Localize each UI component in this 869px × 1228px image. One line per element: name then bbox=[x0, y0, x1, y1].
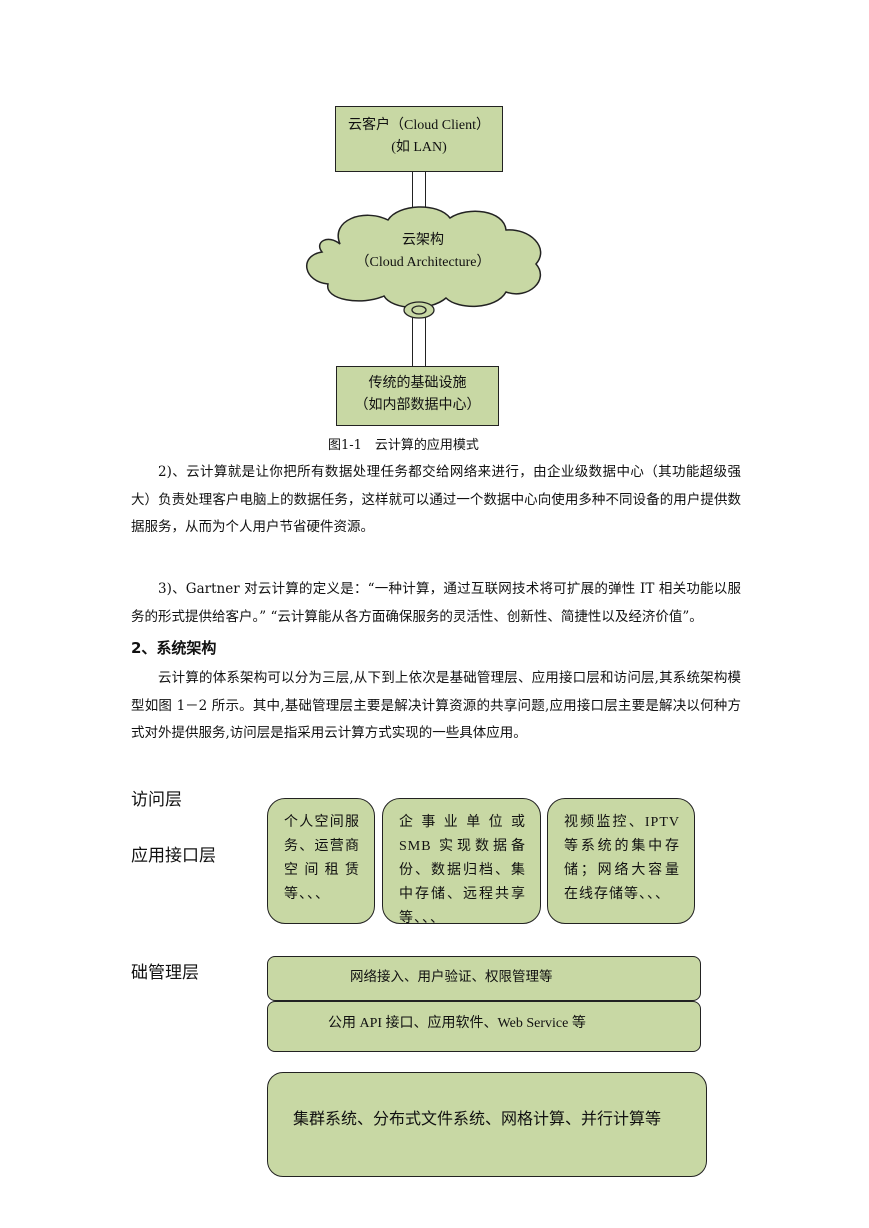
bottom-infrastructure-label: 集群系统、分布式文件系统、网格计算、并行计算等 bbox=[293, 1109, 662, 1128]
paragraph-4: 云计算的体系架构可以分为三层,从下到上依次是基础管理层、应用接口层和访问层,其系… bbox=[131, 670, 741, 741]
app-box-video: 视频监控、IPTV 等系统的集中存储；网络大容量在线存储等、、、 bbox=[547, 798, 695, 924]
paragraph-3: 3)、Gartner 对云计算的定义是：“一种计算，通过互联网技术将可扩展的弹性… bbox=[131, 581, 741, 625]
bar-public-api-label: 公用 API 接口、应用软件、Web Service 等 bbox=[328, 1016, 586, 1031]
cloud-label: 云架构 bbox=[402, 232, 444, 248]
infrastructure-sublabel: （如内部数据中心） bbox=[354, 398, 481, 413]
connector-bottom bbox=[412, 310, 426, 368]
section-heading: 2、系统架构 bbox=[131, 639, 217, 657]
cloud-sublabel: （Cloud Architecture） bbox=[355, 255, 491, 270]
infrastructure-label: 传统的基础设施 bbox=[368, 376, 467, 391]
app-box-enterprise: 企事业单位或 SMB 实现数据备份、数据归档、集中存储、远程共享等、、、 bbox=[382, 798, 541, 924]
layer-label-api: 应用接口层 bbox=[131, 846, 216, 866]
bottom-infrastructure-box: 集群系统、分布式文件系统、网格计算、并行计算等 bbox=[267, 1072, 707, 1177]
bar-network-access: 网络接入、用户验证、权限管理等 bbox=[267, 956, 701, 1001]
app-box-personal: 个人空间服务、运营商空间租赁等、、、 bbox=[267, 798, 375, 924]
layer-label-mgmt: 础管理层 bbox=[131, 963, 199, 983]
cloud-shape bbox=[305, 206, 542, 309]
bar-network-access-label: 网络接入、用户验证、权限管理等 bbox=[350, 969, 553, 985]
layer-label-access: 访问层 bbox=[131, 790, 182, 810]
paragraph-2: 2)、云计算就是让你把所有数据处理任务都交给网络来进行，由企业级数据中心（其功能… bbox=[131, 464, 741, 535]
cloud-client-box: 云客户（Cloud Client） (如 LAN) bbox=[335, 106, 503, 172]
cloud-client-sublabel: (如 LAN) bbox=[391, 140, 447, 155]
connector-ring-icon bbox=[403, 301, 435, 319]
cloud-client-label: 云客户（Cloud Client） bbox=[348, 118, 490, 133]
infrastructure-box: 传统的基础设施 （如内部数据中心） bbox=[336, 366, 499, 426]
figure-caption: 图1-1 云计算的应用模式 bbox=[328, 438, 479, 453]
connector-top bbox=[412, 172, 426, 216]
bar-public-api: 公用 API 接口、应用软件、Web Service 等 bbox=[267, 1001, 701, 1052]
